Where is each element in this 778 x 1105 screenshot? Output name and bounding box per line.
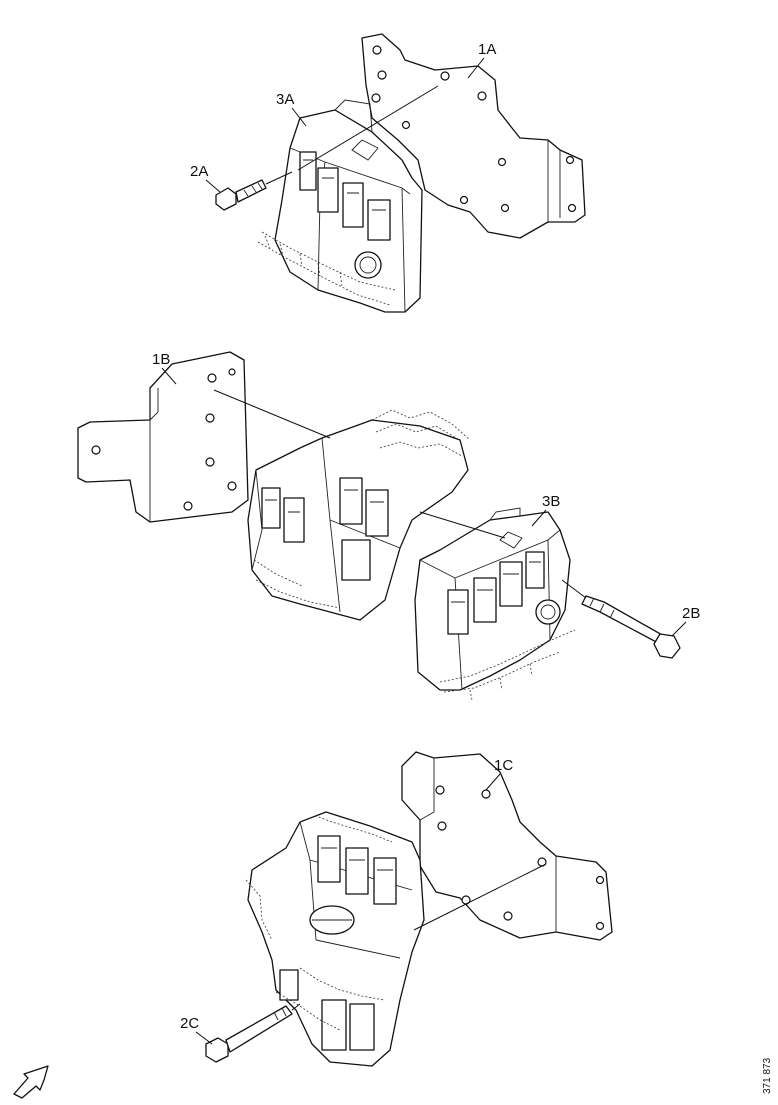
label-3a: 3A — [276, 91, 294, 108]
relay-module-fixed-b — [247, 409, 471, 621]
arrow-down-left-icon — [13, 1065, 49, 1099]
label-3b: 3B — [542, 493, 560, 510]
label-1a: 1A — [478, 41, 496, 58]
bracket-1b — [77, 351, 249, 523]
relay-module-c — [245, 811, 425, 1067]
label-1b: 1B — [152, 351, 170, 368]
label-2a: 2A — [190, 163, 208, 180]
bolt-2b — [581, 595, 681, 659]
bracket-1a — [361, 33, 586, 239]
bolt-2c — [205, 1005, 293, 1063]
assembly-b: 1B 3B 2B — [77, 351, 700, 701]
label-1c: 1C — [494, 757, 513, 774]
assembly-a: 1A 3A 2A — [190, 33, 586, 313]
relay-module-3b — [414, 507, 576, 701]
label-2c: 2C — [180, 1015, 199, 1032]
bracket-1c — [401, 751, 613, 941]
assembly-c: 1C 2C — [180, 751, 613, 1067]
bolt-2a — [215, 179, 267, 211]
label-2b: 2B — [682, 605, 700, 622]
figure-code: 371 873 — [762, 1057, 773, 1094]
relay-module-3a — [257, 99, 423, 313]
